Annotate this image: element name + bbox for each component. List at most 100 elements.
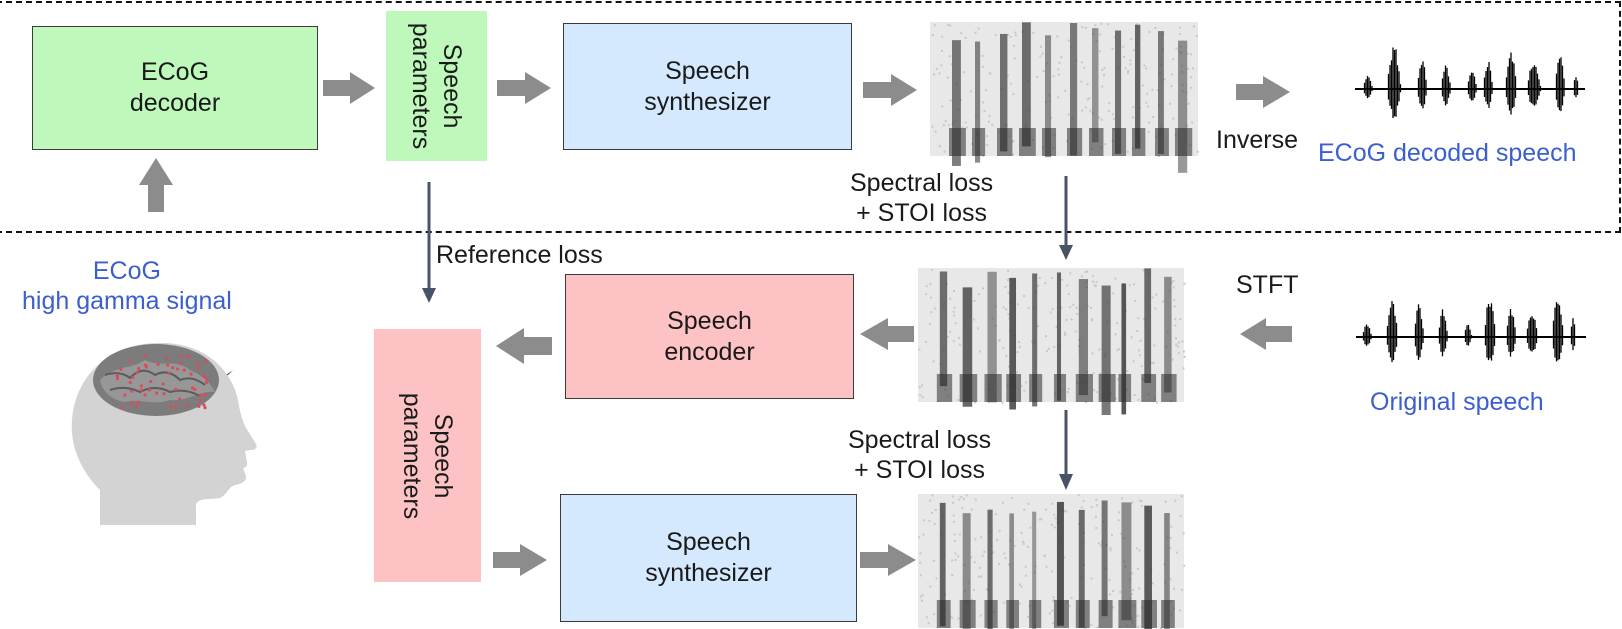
electrode-dot: [155, 391, 159, 395]
electrode-dot: [143, 363, 148, 367]
speech-synthesizer-top-line1: Speech: [665, 56, 750, 85]
electrode-dot: [162, 392, 166, 396]
electrode-dot: [204, 377, 209, 381]
electrode-dot: [179, 354, 184, 358]
speech-encoder-line1: Speech: [667, 306, 752, 335]
electrode-dot: [195, 362, 199, 366]
electrode-dot: [136, 400, 140, 404]
electrode-dot: [198, 393, 203, 397]
electrode-dot: [119, 367, 123, 371]
electrode-dot: [167, 371, 171, 375]
electrode-dot: [174, 387, 178, 392]
electrode-dot: [147, 388, 152, 392]
waveform-icon: [1355, 47, 1585, 119]
speech-synthesizer-bottom-line2: synthesizer: [645, 559, 772, 587]
spectrogram-icon: [918, 268, 1186, 416]
original-speech-label: Original speech: [1370, 388, 1544, 416]
spectral-loss-bottom-line1: Spectral loss: [848, 426, 992, 454]
electrode-dot: [128, 359, 133, 363]
electrode-dot: [156, 362, 160, 367]
electrode-dot: [137, 367, 141, 371]
electrode-dot: [186, 354, 191, 359]
inverse-label: Inverse: [1216, 126, 1298, 154]
electrode-dot: [203, 406, 207, 410]
electrode-dot: [129, 401, 134, 406]
spectral-loss-top-arrowhead: [1059, 245, 1073, 260]
reference-loss-arrowhead: [422, 288, 436, 303]
ecog-signal-line1: ECoG: [92, 257, 161, 285]
electrode-dot: [202, 403, 206, 407]
arrow-encoder-to-params-bottom: [496, 328, 552, 364]
speech-synthesizer-top-line2: synthesizer: [644, 87, 771, 116]
ecog-decoder-line1: ECoG: [140, 58, 210, 86]
speech-parameters-bottom-box: Speech parameters: [374, 329, 481, 582]
arrow-decoder-to-params: [323, 72, 375, 104]
electrode-dot: [199, 398, 203, 403]
speech-synthesizer-bottom-box: Speech synthesizer: [560, 494, 857, 622]
electrode-dot: [135, 370, 139, 375]
electrode-dot: [165, 356, 169, 360]
spectral-loss-bottom-label: Spectral loss + STOI loss: [848, 425, 991, 485]
spectrogram-icon: [930, 22, 1199, 173]
electrode-dot: [149, 379, 153, 384]
electrode-dot: [139, 388, 144, 392]
arrow-spectrogram-to-waveform-top: [1236, 76, 1290, 108]
ecog-decoded-speech-label: ECoG decoded speech: [1318, 139, 1577, 167]
electrode-dot: [171, 366, 175, 370]
electrode-dot: [197, 366, 201, 370]
arrow-synth-to-spectrogram-top: [863, 74, 917, 106]
spectral-loss-top-line2: + STOI loss: [856, 199, 987, 227]
electrode-dot: [175, 367, 180, 371]
arrow-signal-up: [139, 158, 173, 212]
ecog-decoder-line2: decoder: [129, 89, 221, 117]
speech-encoder-line2: encoder: [664, 337, 755, 366]
electrode-dot: [128, 380, 132, 385]
electrode-dot: [169, 405, 173, 409]
electrode-dot: [115, 376, 120, 381]
electrode-dot: [202, 374, 206, 378]
electrode-dot: [173, 405, 178, 409]
electrode-dot: [131, 375, 135, 380]
arrow-waveform-to-spectrogram-mid: [1240, 318, 1292, 350]
stft-label: STFT: [1236, 271, 1299, 299]
speech-synthesizer-bottom-line1: Speech: [666, 528, 751, 556]
electrode-dot: [197, 404, 201, 409]
electrode-dot: [179, 361, 183, 365]
spectral-loss-bottom-line2: + STOI loss: [854, 456, 985, 484]
electrode-dot: [129, 389, 134, 393]
ecog-decoder-box: ECoG decoder: [32, 26, 318, 150]
electrode-dot: [182, 368, 186, 372]
arrow-spectrogram-to-encoder: [860, 318, 914, 350]
electrode-dot: [177, 397, 182, 401]
electrode-dot: [135, 404, 139, 408]
spectral-loss-top-line1: Spectral loss: [850, 169, 994, 197]
electrode-dot: [203, 359, 207, 363]
electrode-dot: [143, 393, 147, 397]
spectrogram-icon: [918, 494, 1186, 629]
ecog-signal-label: ECoG high gamma signal: [22, 256, 232, 316]
electrode-dot: [189, 372, 193, 376]
electrode-dot: [161, 382, 165, 386]
electrode-dot: [139, 384, 144, 388]
electrode-dot: [190, 386, 195, 390]
electrode-dot: [166, 363, 170, 367]
arrow-params-to-synth-bottom: [493, 544, 547, 576]
electrode-dot: [119, 405, 123, 409]
brain-head-icon: [71, 342, 257, 525]
electrode-dot: [204, 380, 209, 384]
electrode-dot: [185, 403, 189, 408]
electrode-dot: [123, 393, 127, 397]
electrode-dot: [143, 354, 147, 358]
decoding-region-border: [0, 1, 1621, 233]
speech-parameters-top-box: Speech parameters: [386, 11, 487, 161]
ecog-signal-line2: high gamma signal: [22, 287, 232, 315]
arrow-synth-to-spectrogram-bottom: [860, 544, 916, 576]
spectral-loss-bottom-arrowhead: [1059, 474, 1073, 490]
waveform-icon: [1356, 301, 1586, 363]
electrode-dot: [203, 392, 207, 397]
electrode-dot: [115, 374, 119, 378]
spectral-loss-top-label: Spectral loss + STOI loss: [850, 168, 993, 228]
